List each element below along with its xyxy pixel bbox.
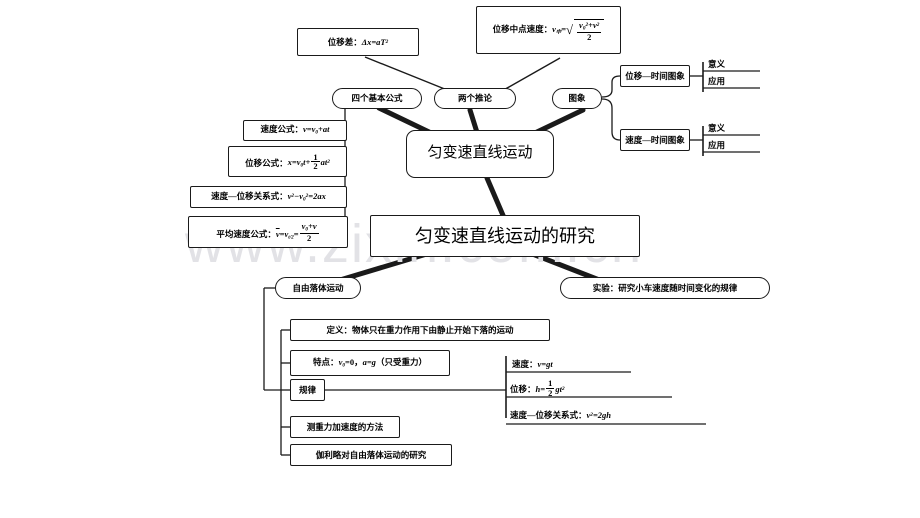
freefall-galileo-box: 伽利略对自由落体运动的研究: [290, 444, 452, 466]
branch-node-graphs[interactable]: 图象: [552, 88, 602, 109]
freefall-law-box: 规律: [290, 379, 325, 401]
formula-box-velocity: 速度公式：v=v0+at: [243, 120, 347, 141]
corollary-1-text: 位移差：Δx=aT2: [327, 36, 389, 47]
branch-label-two-corollaries: 两个推论: [457, 93, 492, 104]
corollary-box-displacement-difference: 位移差：Δx=aT2: [297, 28, 419, 56]
freefall-galileo-text: 伽利略对自由落体运动的研究: [315, 449, 427, 460]
graph-child-velocity-meaning: 意义: [708, 123, 726, 133]
center-node-uniform-acceleration[interactable]: 匀变速直线运动: [406, 130, 554, 178]
formula-velocity-displacement-text: 速度—位移关系式：v2−v02=2ax: [211, 190, 326, 202]
freefall-measure-g-text: 测重力加速度的方法: [306, 421, 384, 432]
branch-label-graphs: 图象: [568, 93, 586, 104]
graph-label-displacement-time: 位移—时间图象: [625, 70, 685, 81]
freefall-definition-text: 定义：物体只在重力作用下由静止开始下落的运动: [326, 324, 514, 335]
branch-label-free-fall: 自由落体运动: [292, 282, 344, 293]
freefall-law-label: 规律: [298, 384, 316, 395]
page-title: 匀变速直线运动的研究: [415, 225, 595, 246]
freefall-feature-box: 特点：v0=0，a=g（只受重力）: [290, 350, 450, 376]
branch-node-two-corollaries[interactable]: 两个推论: [434, 88, 516, 109]
freefall-measure-g-box: 测重力加速度的方法: [290, 416, 400, 438]
branch-node-experiment[interactable]: 实验：研究小车速度随时间变化的规律: [560, 277, 770, 299]
branch-label-four-formulas: 四个基本公式: [351, 93, 403, 104]
title-box: 匀变速直线运动的研究: [370, 215, 640, 257]
branch-label-experiment: 实验：研究小车速度随时间变化的规律: [592, 282, 738, 293]
freefall-definition-box: 定义：物体只在重力作用下由静止开始下落的运动: [290, 319, 550, 341]
graph-label-velocity-time: 速度—时间图象: [625, 134, 685, 145]
graph-child-displacement-meaning: 意义: [708, 59, 726, 69]
branch-node-four-formulas[interactable]: 四个基本公式: [332, 88, 422, 109]
freefall-feature-text: 特点：v0=0，a=g（只受重力）: [313, 356, 427, 368]
formula-velocity-text: 速度公式：v=v0+at: [260, 124, 330, 136]
graph-child-velocity-application: 应用: [708, 140, 726, 150]
freefall-law-velocity: 速度：v=gt: [512, 359, 553, 369]
branch-node-free-fall[interactable]: 自由落体运动: [275, 277, 361, 299]
graph-child-displacement-application: 应用: [708, 76, 726, 86]
center-node-label: 匀变速直线运动: [427, 145, 533, 162]
graph-box-displacement-time: 位移—时间图象: [620, 65, 690, 87]
graph-box-velocity-time: 速度—时间图象: [620, 129, 690, 151]
freefall-law-velocity-displacement: 速度—位移关系式：v2=2gh: [510, 410, 612, 420]
formula-box-velocity-displacement: 速度—位移关系式：v2−v02=2ax: [190, 186, 347, 208]
